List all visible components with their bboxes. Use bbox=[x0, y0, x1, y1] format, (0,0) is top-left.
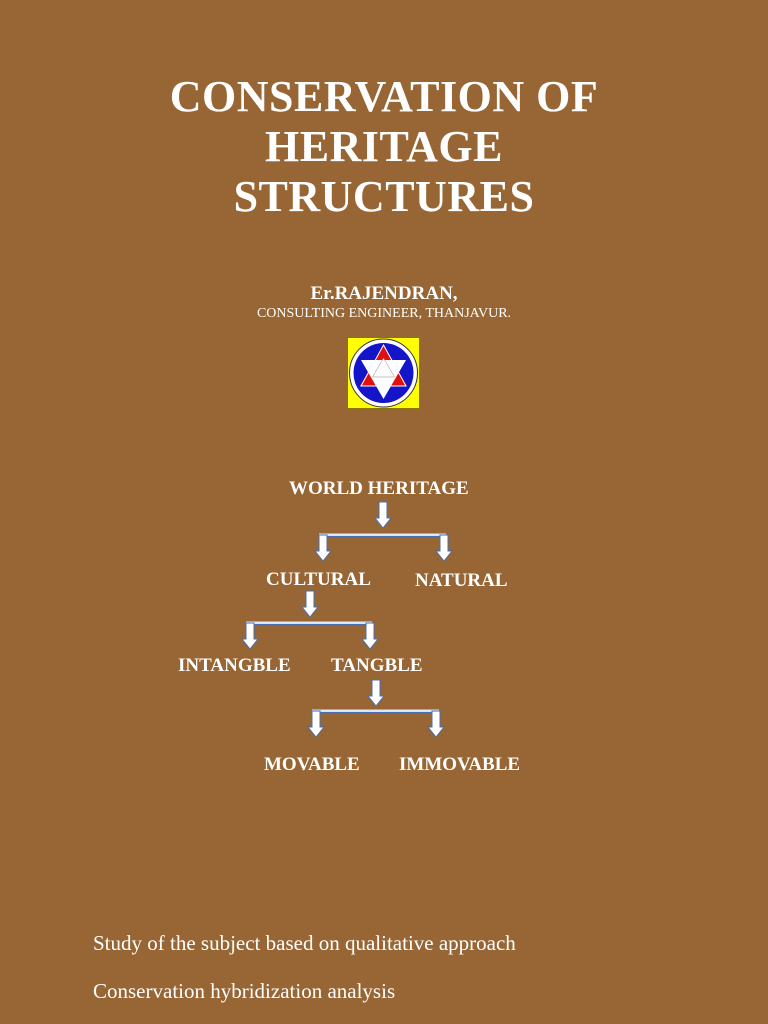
author-name: Er.RAJENDRAN, bbox=[310, 283, 458, 304]
page-title: CONSERVATION OF HERITAGE STRUCTURES bbox=[0, 72, 768, 222]
node-world-heritage: WORLD HERITAGE bbox=[289, 478, 469, 499]
node-intangble: INTANGBLE bbox=[178, 655, 291, 676]
title-line-2: HERITAGE bbox=[265, 122, 503, 171]
node-movable: MOVABLE bbox=[264, 754, 360, 775]
arrow-down-icon bbox=[435, 534, 453, 562]
arrow-down-icon bbox=[361, 622, 379, 650]
node-immovable: IMMOVABLE bbox=[399, 754, 521, 775]
arrow-down-icon bbox=[241, 622, 259, 650]
arrow-down-icon bbox=[314, 534, 332, 562]
arrow-down-icon bbox=[301, 590, 319, 618]
node-natural: NATURAL bbox=[415, 570, 508, 591]
arrow-down-icon bbox=[307, 710, 325, 738]
note-line-1: Study of the subject based on qualitativ… bbox=[93, 931, 516, 955]
note-line-2: Conservation hybridization analysis bbox=[93, 979, 396, 1003]
node-tangble: TANGBLE bbox=[331, 655, 423, 676]
author-role: CONSULTING ENGINEER, THANJAVUR. bbox=[256, 306, 512, 321]
arrow-down-icon bbox=[427, 710, 445, 738]
arrow-down-icon bbox=[367, 679, 385, 707]
node-cultural: CULTURAL bbox=[266, 569, 371, 590]
star-of-david-emblem-icon bbox=[347, 337, 420, 409]
title-line-1: CONSERVATION OF bbox=[169, 72, 599, 121]
title-line-3: STRUCTURES bbox=[233, 172, 535, 221]
arrow-down-icon bbox=[374, 501, 392, 529]
